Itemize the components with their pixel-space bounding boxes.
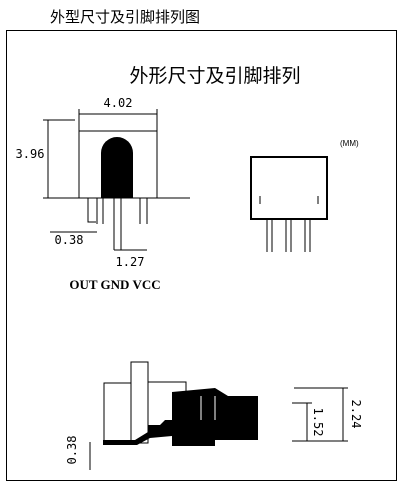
drawing-frame bbox=[6, 30, 397, 481]
back-view bbox=[250, 156, 328, 252]
front-leads bbox=[96, 198, 148, 251]
back-body bbox=[250, 156, 328, 220]
dim-lead-label: 0.38 bbox=[55, 233, 84, 247]
side-view: 0.38 bbox=[65, 361, 258, 470]
front-view bbox=[78, 130, 190, 223]
dim-height-line bbox=[43, 119, 79, 199]
pin-labels: OUT GND VCC bbox=[69, 277, 160, 292]
side-body bbox=[103, 388, 258, 446]
figure-caption: 外型尺寸及引脚排列图 bbox=[50, 8, 201, 26]
dim-height-label: 3.96 bbox=[16, 147, 45, 161]
sensor-capsule bbox=[101, 137, 133, 198]
side-dim-total-label: 2.24 bbox=[349, 400, 363, 429]
dim-pitch-label: 1.27 bbox=[116, 255, 145, 269]
dim-width-label: 4.02 bbox=[104, 96, 133, 110]
back-leads bbox=[266, 219, 311, 252]
left-lead-frame bbox=[87, 198, 96, 223]
drawing-title: 外形尺寸及引脚排列 bbox=[129, 65, 300, 87]
side-dims bbox=[292, 387, 348, 442]
side-cap bbox=[130, 361, 149, 444]
unit-label: (MM) bbox=[340, 139, 359, 148]
side-dim-body-label: 1.52 bbox=[311, 408, 325, 437]
dim-width-line bbox=[78, 109, 158, 131]
side-dim-lead-label: 0.38 bbox=[65, 436, 79, 465]
